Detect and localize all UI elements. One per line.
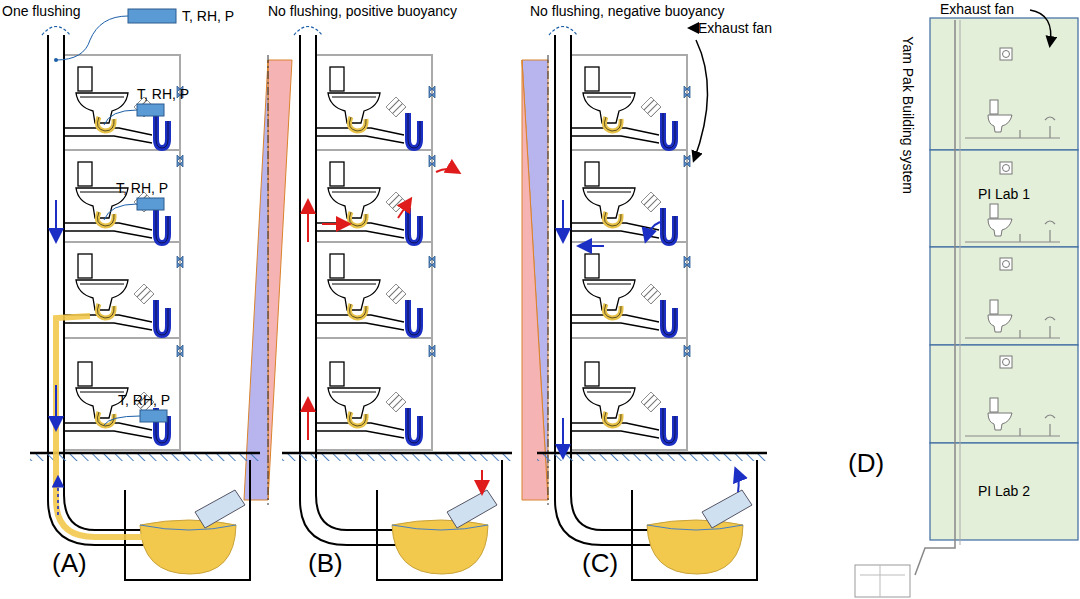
sensor-label: T, RH, P <box>137 86 189 102</box>
floor-box: PI Lab 1 <box>930 150 1078 247</box>
room-label: PI Lab 2 <box>930 483 1078 499</box>
building-label: Yam Pak Building system <box>900 36 916 194</box>
room-label: PI Lab 1 <box>930 186 1078 202</box>
panel-letter: (B) <box>308 548 343 578</box>
sensor-label: T, RH, P <box>118 392 170 408</box>
panel-title: No flushing, negative buoyancy <box>530 3 725 19</box>
panel-title: One flushing <box>2 3 81 19</box>
sensor-label: T, RH, P <box>116 180 168 196</box>
fan-label: Exhaust fan <box>698 20 772 36</box>
panel-letter: (C) <box>582 548 618 578</box>
panel-letter: (D) <box>848 448 884 478</box>
fan-label: Exhaust fan <box>940 1 1014 17</box>
sensor-label: T, RH, P <box>182 8 234 24</box>
panel-letter: (A) <box>52 548 87 578</box>
panel-title: No flushing, positive buoyancy <box>268 3 457 19</box>
floor-box: PI Lab 2 <box>930 443 1078 540</box>
